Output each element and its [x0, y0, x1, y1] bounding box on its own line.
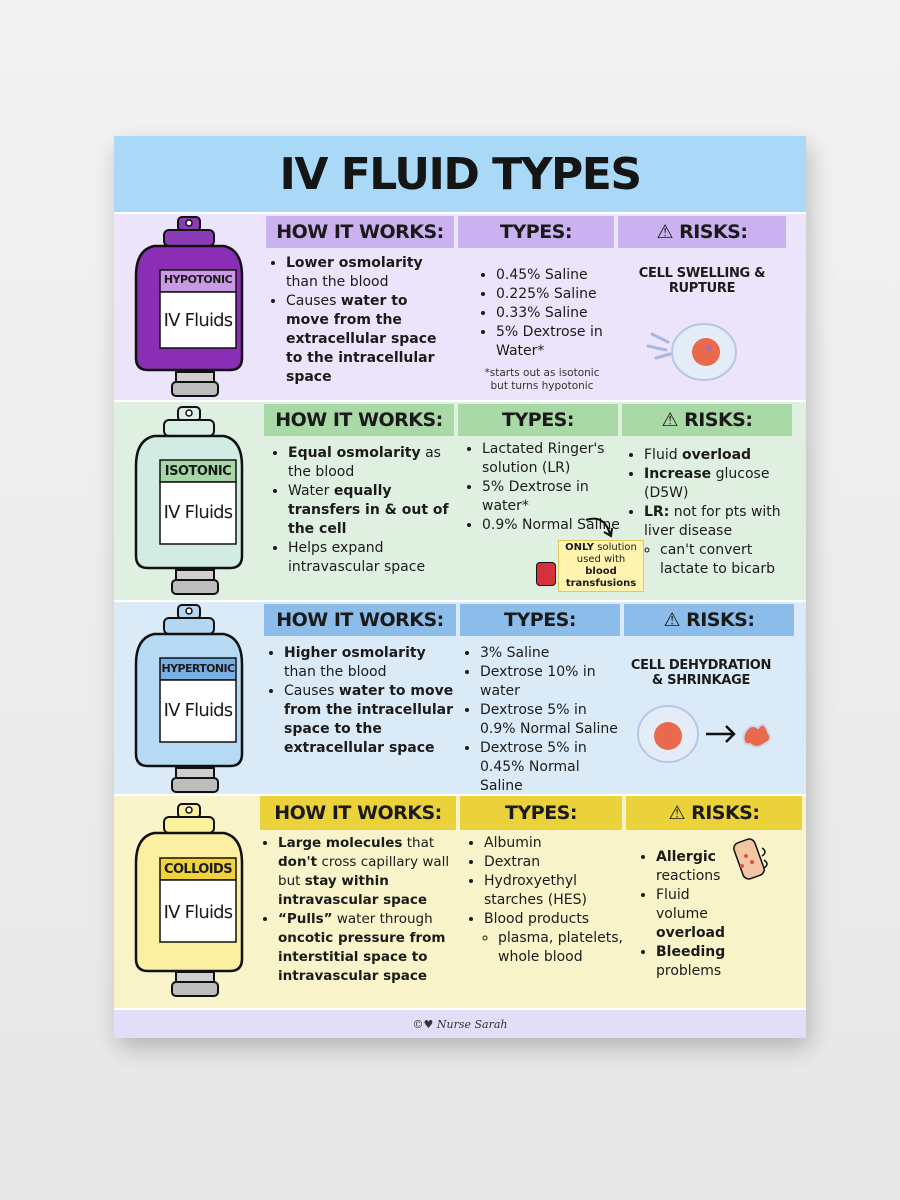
- isotonic-risks-cell: Fluid overload Increase glucose (D5W) LR…: [626, 446, 796, 579]
- warning-icon: ⚠: [656, 221, 674, 243]
- row-hypertonic: HYPERTONIC IV Fluids HOW IT WORKS: TYPES…: [114, 602, 806, 794]
- hypotonic-risks-header: ⚠RISKS:: [618, 216, 786, 248]
- colloids-bottle-icon: [134, 803, 244, 997]
- colloids-how-cell: Large molecules that don't cross capilla…: [260, 834, 456, 986]
- isotonic-how-cell: Equal osmolarity as the blood Water equa…: [270, 444, 454, 577]
- isotonic-bottle-text: IV Fluids: [163, 502, 234, 523]
- hypotonic-bottle-icon: [134, 216, 244, 397]
- colloids-risks-header: ⚠RISKS:: [626, 796, 802, 830]
- poster: IV FLUID TYPES HYPOTONIC IV Fluids HOW I…: [114, 136, 806, 1038]
- footer: ©♥ Nurse Sarah: [114, 1010, 806, 1038]
- hypotonic-note: *starts out as isotonic but turns hypoto…: [484, 367, 600, 392]
- blood-bag-icon: [536, 562, 556, 586]
- blood-transfusion-note: ONLY solution used with blood transfusio…: [558, 540, 644, 592]
- isotonic-bottle-icon: [134, 406, 244, 595]
- cell-rupture-icon: [646, 323, 737, 381]
- hypertonic-types-header: TYPES:: [460, 604, 620, 636]
- isotonic-types-header: TYPES:: [458, 404, 618, 436]
- hypertonic-risks-header: ⚠RISKS:: [624, 604, 794, 636]
- warning-icon: ⚠: [668, 802, 686, 824]
- isotonic-risks-header: ⚠RISKS:: [622, 404, 792, 436]
- page-title: IV FLUID TYPES: [279, 148, 642, 200]
- hypertonic-bottle-icon: [134, 604, 244, 793]
- colloids-types-header: TYPES:: [460, 796, 622, 830]
- hypertonic-bottle-text: IV Fluids: [163, 700, 234, 721]
- hypotonic-how-header: HOW IT WORKS:: [266, 216, 454, 248]
- hypotonic-risk-title: CELL SWELLING & RUPTURE: [638, 266, 766, 296]
- colloids-how-header: HOW IT WORKS:: [260, 796, 456, 830]
- hypotonic-types-cell: 0.45% Saline 0.225% Saline 0.33% Saline …: [478, 266, 618, 393]
- colloids-bottle-text: IV Fluids: [163, 902, 234, 923]
- hypertonic-risk-title: CELL DEHYDRATION & SHRINKAGE: [630, 658, 772, 688]
- hypotonic-types-header: TYPES:: [458, 216, 614, 248]
- isotonic-how-header: HOW IT WORKS:: [264, 404, 454, 436]
- warning-icon: ⚠: [663, 609, 681, 631]
- cell-dehydration-icon: [637, 705, 772, 763]
- row-colloids: COLLOIDS IV Fluids HOW IT WORKS: TYPES: …: [114, 796, 806, 1008]
- hypertonic-label: HYPERTONIC: [161, 662, 236, 675]
- hypotonic-label: HYPOTONIC: [163, 273, 233, 286]
- colloids-risks-cell: Allergic reactions Fluid volume overload…: [638, 848, 738, 981]
- warning-icon: ⚠: [661, 409, 679, 431]
- hypertonic-how-cell: Higher osmolarity than the blood Causes …: [266, 644, 456, 758]
- allergic-hand-icon: [733, 838, 768, 880]
- arrow-icon: [585, 517, 613, 538]
- copyright-text: ©♥ Nurse Sarah: [412, 1017, 508, 1031]
- row-hypotonic: HYPOTONIC IV Fluids HOW IT WORKS: TYPES:…: [114, 214, 806, 400]
- row-isotonic: ISOTONIC IV Fluids HOW IT WORKS: TYPES: …: [114, 402, 806, 600]
- hypertonic-how-header: HOW IT WORKS:: [264, 604, 456, 636]
- isotonic-types-cell: Lactated Ringer's solution (LR) 5% Dextr…: [464, 440, 622, 535]
- hypotonic-bottle-text: IV Fluids: [163, 310, 234, 331]
- colloids-types-cell: Albumin Dextran Hydroxyethyl starches (H…: [466, 834, 626, 967]
- title-banner: IV FLUID TYPES: [114, 136, 806, 212]
- hypertonic-types-cell: 3% Saline Dextrose 10% in water Dextrose…: [462, 644, 622, 796]
- colloids-label: COLLOIDS: [164, 862, 233, 877]
- isotonic-label: ISOTONIC: [164, 464, 232, 479]
- hypotonic-how-cell: Lower osmolarity than the blood Causes w…: [268, 254, 454, 387]
